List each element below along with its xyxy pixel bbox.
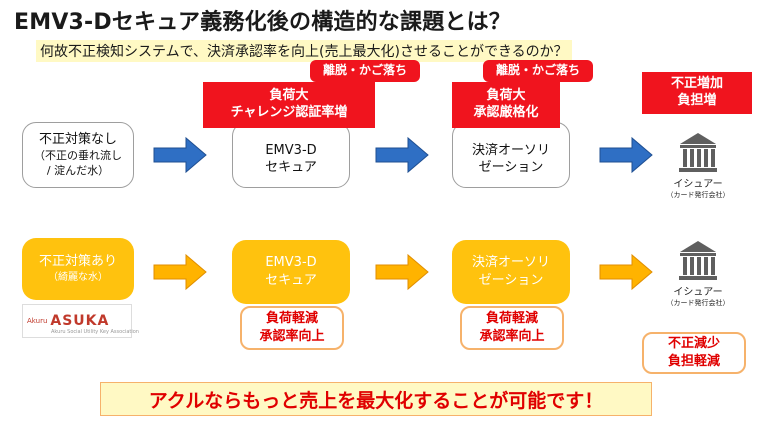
page-title: EMV3-Dセキュア義務化後の構造的な課題とは？ [14,10,512,35]
box-line: 不正対策あり [38,254,117,270]
tag-line: 負荷軽減 [485,310,538,326]
box-line: / 淀んだ水） [46,163,110,177]
box-emv3d-bottom: EMV3-D セキュア [232,240,350,304]
tag-line: チャレンジ認証率増 [230,105,348,120]
conclusion-banner: アクルならもっと売上を最大化することが可能です！ [100,382,652,416]
tag-line: 承認率向上 [479,329,545,344]
issuer-relief-tag: 不正減少 負担軽減 [642,332,746,374]
issuer-name: イシュアー [673,179,723,190]
box-line: ゼーション [478,272,544,288]
arrow-right-icon [375,136,429,174]
arrow-right-icon [375,253,429,291]
tag-line: 不正増加 [670,76,723,92]
arrow-right-icon [599,253,653,291]
logo-name: ASUKA [50,313,110,329]
box-line: 決済オーソリ [471,255,550,270]
box-emv3d-top: EMV3-D セキュア [232,122,350,188]
box-line: セキュア [265,160,317,176]
box-authorization-top: 決済オーソリ ゼーション [452,122,570,188]
box-line: ゼーション [478,160,544,176]
arrow-right-icon [153,136,207,174]
churn-tag-2: 離脱・かご落ち [483,60,593,82]
bank-icon [679,241,717,280]
box-line: 決済オーソリ [471,142,550,158]
subtitle: 何故不正検知システムで、決済承認率を向上(売上最大化)させることができるのか？ [36,40,572,62]
tag-line: 負担軽減 [667,354,720,369]
issuer-label-top: イシュアー （カード発行会社） [658,178,738,200]
benefit-tag-1: 負荷軽減 承認率向上 [240,306,344,350]
issuer-sub: （カード発行会社） [666,299,730,307]
box-no-fraud-measures: 不正対策なし （不正の垂れ流し / 淀んだ水） [22,122,134,188]
tag-line: 負荷大 [269,88,309,104]
issuer-burden-tag: 不正増加 負担増 [642,72,752,114]
arrow-right-icon [599,136,653,174]
issuer-label-bottom: イシュアー （カード発行会社） [658,286,738,308]
box-line: 不正対策なし [38,132,117,148]
issuer-name: イシュアー [673,287,723,298]
box-line: （不正の垂れ流し [34,148,122,162]
tag-line: 負荷軽減 [265,310,318,326]
box-line: （綺麗な水） [48,272,108,284]
benefit-tag-2: 負荷軽減 承認率向上 [460,306,564,350]
load-tag-strict: 負荷大 承認厳格化 [452,82,560,128]
load-tag-challenge: 負荷大 チャレンジ認証率増 [203,82,375,128]
tag-line: 負担増 [677,93,717,108]
box-line: EMV3-D [265,142,317,158]
logo-brand: Akuru [27,317,48,325]
logo-tagline: Akuru Social Utility Key Association [51,329,139,335]
issuer-sub: （カード発行会社） [666,191,730,199]
tag-text: 離脱・かご落ち [322,63,407,78]
box-line: セキュア [265,272,317,288]
arrow-right-icon [153,253,207,291]
box-line: EMV3-D [265,255,317,270]
churn-tag-1: 離脱・かご落ち [310,60,420,82]
tag-line: 承認厳格化 [473,105,539,120]
tag-line: 不正減少 [667,335,720,351]
tag-line: 負荷大 [486,88,526,104]
tag-text: 離脱・かご落ち [495,63,580,78]
asuka-logo: Akuru ASUKA Akuru Social Utility Key Ass… [22,304,139,338]
box-authorization-bottom: 決済オーソリ ゼーション [452,240,570,304]
bank-icon [679,133,717,172]
tag-line: 承認率向上 [259,329,325,344]
box-with-fraud-measures: 不正対策あり （綺麗な水） [22,238,134,300]
